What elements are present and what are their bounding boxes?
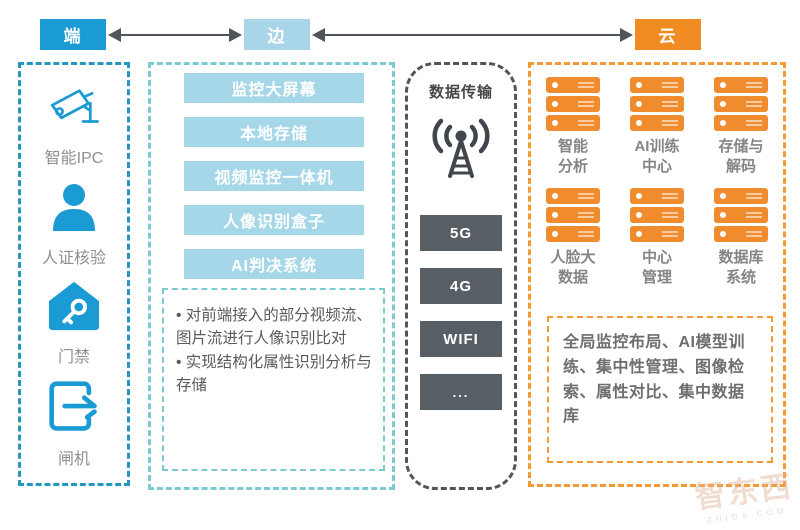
cloud-service-central-mgmt: 中心 管理: [615, 187, 699, 289]
cloud-service-label: 数据库 系统: [718, 248, 764, 286]
arrow-left-head: [108, 28, 121, 42]
arrow-right-head: [229, 28, 242, 42]
terminal-item-identity: 人证核验: [42, 181, 106, 268]
edge-panel: 监控大屏幕 本地存储 视频监控一体机 人像识别盒子 AI判决系统 对前端接入的部…: [148, 62, 395, 490]
cloud-service-label: AI训练 中心: [634, 138, 680, 176]
cctv-camera-icon: [45, 81, 103, 138]
cloud-service-label: 智能 分析: [557, 138, 588, 176]
cloud-note-box: 全局监控布局、AI模型训练、集中性管理、图像检索、属性对比、集中数据库: [547, 316, 773, 463]
node-terminal: 端: [40, 19, 106, 50]
terminal-item-label: 人证核验: [41, 249, 106, 267]
channel-4g: 4G: [420, 268, 502, 304]
gate-exit-icon: [46, 380, 102, 439]
cloud-service-label: 人脸大 数据: [550, 248, 596, 286]
cloud-service-ai-training: AI训练 中心: [615, 77, 699, 178]
cloud-panel: 智能 分析 AI训练 中心 存储与 解码: [528, 62, 786, 487]
edge-cloud-arrow: [312, 27, 633, 43]
node-cloud: 云: [635, 19, 701, 50]
terminal-item-ipc: 智能IPC: [44, 81, 104, 168]
edge-box-face-box: 人像识别盒子: [184, 205, 364, 235]
terminal-item-label: 门禁: [57, 349, 90, 367]
terminal-item-access: 门禁: [47, 280, 101, 367]
channel-5g: 5G: [420, 215, 502, 251]
channel-wifi: WIFI: [420, 321, 502, 357]
server-stack-icon: [713, 77, 768, 131]
antenna-broadcast-icon: [423, 114, 499, 191]
server-stack-icon: [629, 187, 684, 242]
node-edge: 边: [244, 19, 310, 50]
transmission-panel: 数据传输 5G 4G WIFI ...: [405, 62, 517, 490]
person-icon: [47, 181, 101, 238]
edge-box-monitor-screen: 监控大屏幕: [184, 73, 364, 103]
terminal-item-label: 智能IPC: [44, 150, 104, 167]
arrow-shaft: [325, 33, 620, 37]
edge-note-line: 对前端接入的部分视频流、图片流进行人像识别比对: [176, 304, 373, 351]
edge-note-line: 实现结构化属性识别分析与存储: [176, 351, 373, 398]
cloud-service-storage-decode: 存储与 解码: [699, 77, 783, 178]
edge-note-box: 对前端接入的部分视频流、图片流进行人像识别比对 实现结构化属性识别分析与存储: [162, 288, 385, 471]
house-key-icon: [47, 280, 101, 337]
terminal-panel: 智能IPC 人证核验 门禁: [18, 62, 130, 486]
terminal-item-label: 闸机: [57, 450, 90, 468]
arrow-right-head: [620, 28, 633, 42]
transmission-title: 数据传输: [428, 84, 493, 101]
edge-box-local-storage: 本地存储: [184, 117, 364, 147]
cloud-service-grid: 智能 分析 AI训练 中心 存储与 解码: [531, 77, 783, 298]
arrow-shaft: [121, 33, 229, 37]
cloud-service-database: 数据库 系统: [699, 187, 783, 289]
channel-more: ...: [420, 374, 502, 410]
server-stack-icon: [713, 187, 768, 242]
edge-box-ai-system: AI判决系统: [184, 249, 364, 279]
cloud-service-label: 存储与 解码: [718, 138, 764, 176]
cloud-service-smart-analysis: 智能 分析: [531, 77, 615, 178]
server-stack-icon: [545, 187, 600, 242]
cloud-service-face-bigdata: 人脸大 数据: [531, 187, 615, 289]
arrow-left-head: [312, 28, 325, 42]
terminal-item-gate: 闸机: [46, 380, 102, 469]
watermark-logo: 智东西 ZHIDX.COM: [692, 461, 797, 526]
terminal-edge-arrow: [108, 27, 242, 43]
cloud-service-label: 中心 管理: [641, 248, 672, 286]
edge-box-video-aio: 视频监控一体机: [184, 161, 364, 191]
server-stack-icon: [545, 77, 600, 131]
server-stack-icon: [629, 77, 684, 131]
